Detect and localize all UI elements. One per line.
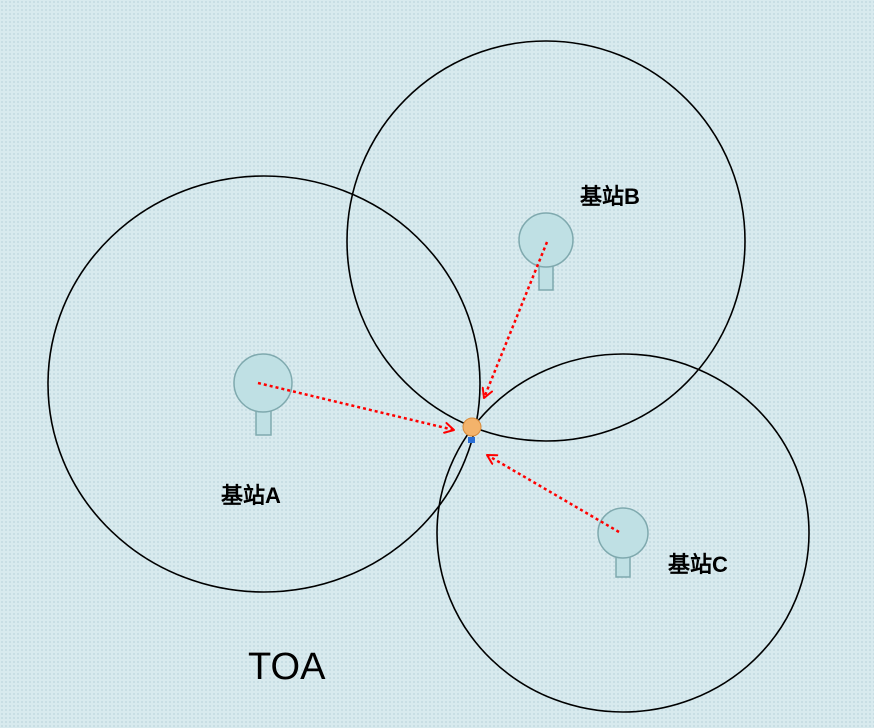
diagram-title: TOA (248, 646, 326, 688)
station-label-c: 基站C (668, 552, 728, 577)
arrow-b-to-target (481, 241, 549, 399)
base-station-c-icon (597, 507, 649, 578)
arrow-a-to-target (257, 381, 455, 434)
range-circle-c (436, 353, 810, 713)
range-circle-a (47, 175, 481, 593)
base-station-b-icon (518, 212, 574, 291)
target-device-icon (462, 417, 482, 443)
arrow-c-to-target (486, 453, 620, 534)
station-label-b: 基站B (580, 184, 640, 209)
station-label-a: 基站A (221, 483, 281, 508)
range-circle-b (346, 40, 746, 442)
base-station-a-icon (233, 353, 293, 436)
